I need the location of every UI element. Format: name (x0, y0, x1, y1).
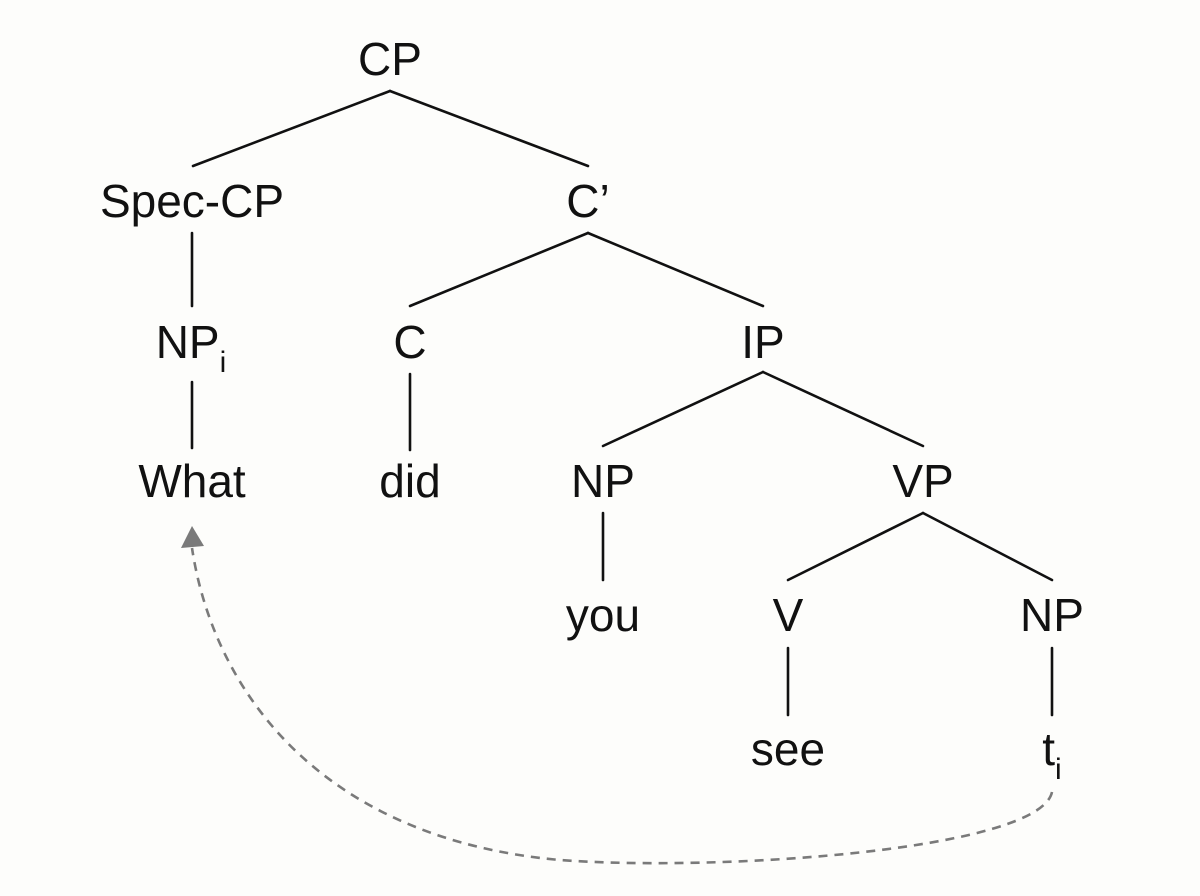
node-np-i: NPi (156, 316, 227, 379)
node-c: C (393, 316, 426, 368)
node-labels: CP Spec-CP C’ NPi C IP What did NP VP yo… (100, 33, 1084, 786)
node-cp: CP (358, 33, 422, 85)
branch-cp-c-bar (388, 89, 590, 168)
node-trace: ti (1042, 723, 1061, 786)
node-np-i-index: i (220, 346, 227, 379)
node-trace-index: i (1055, 753, 1062, 786)
branch-vp-v (786, 511, 925, 582)
branch-c-bar-ip (586, 231, 765, 308)
node-np-subject: NP (571, 455, 635, 507)
node-see: see (751, 723, 825, 775)
node-what: What (138, 455, 246, 507)
node-v: V (773, 589, 804, 641)
node-vp: VP (892, 455, 953, 507)
branch-ip-np-subj (601, 370, 765, 448)
movement-dashed-path (190, 547, 1054, 865)
node-did: did (379, 455, 440, 507)
node-spec-cp: Spec-CP (100, 175, 284, 227)
movement-arrow (181, 526, 1054, 865)
branch-ip-vp (761, 370, 925, 448)
node-np-object: NP (1020, 589, 1084, 641)
branch-c-bar-c (408, 231, 590, 308)
branch-vp-np-obj (921, 511, 1054, 582)
node-you: you (566, 589, 640, 641)
branch-cp-spec-cp (191, 89, 392, 168)
movement-arrowhead (181, 526, 204, 548)
node-np-i-base: NP (156, 316, 220, 368)
branches (190, 89, 1054, 717)
node-c-bar: C’ (566, 175, 609, 227)
node-trace-base: t (1042, 723, 1055, 775)
node-ip: IP (741, 316, 784, 368)
